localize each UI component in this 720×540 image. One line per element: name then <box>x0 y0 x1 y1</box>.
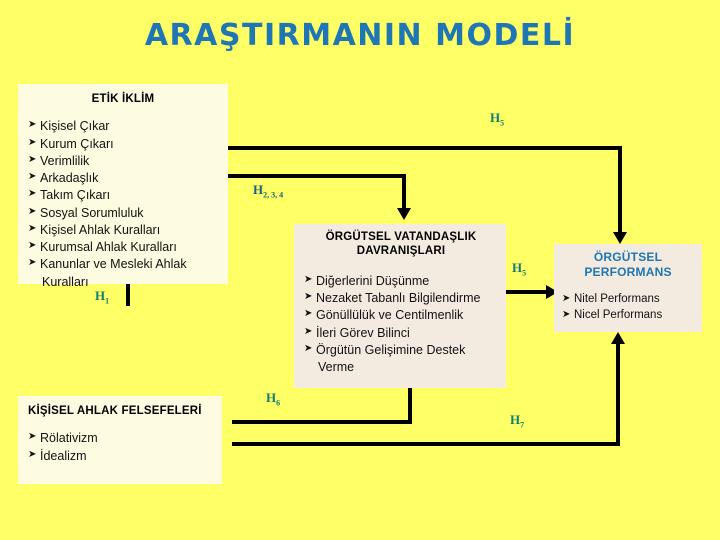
hypothesis-h1-subscript: 1 <box>105 296 110 306</box>
list-item: Kanunlar ve Mesleki Ahlak <box>28 256 218 273</box>
connector-h6-horizontal <box>232 420 412 424</box>
hypothesis-h234-subscript: 2, 3, 4 <box>263 190 284 200</box>
list-item: Nicel Performans <box>562 308 694 324</box>
hypothesis-label-h5-top: H5 <box>490 110 504 128</box>
connector-h5-top-vertical <box>618 146 622 240</box>
hypothesis-h7-letter: H <box>510 412 521 427</box>
hypothesis-h5-top-subscript: 5 <box>500 118 505 128</box>
hypothesis-h234-letter: H <box>253 182 264 197</box>
box-citizenship-title-line2: DAVRANIŞLARI <box>356 245 446 258</box>
list-item: Nitel Performans <box>562 292 694 308</box>
list-item: İdealizm <box>28 448 212 465</box>
box-ethical-climate-list: Kişisel Çıkar Kurum Çıkarı Verimlilik Ar… <box>28 118 218 291</box>
list-item: Rölativizm <box>28 430 212 447</box>
box-personal-ethics-title: KİŞİSEL AHLAK FELSEFELERİ <box>28 405 202 417</box>
box-ethical-climate: ETİK İKLİM Kişisel Çıkar Kurum Çıkarı Ve… <box>18 84 228 289</box>
connector-h7-horizontal <box>232 442 620 446</box>
hypothesis-label-h5-mid: H5 <box>512 260 526 278</box>
list-item: Gönüllülük ve Centilmenlik <box>304 307 498 324</box>
connector-h7-vertical <box>616 342 620 446</box>
connector-h5-mid-horizontal <box>506 290 548 294</box>
list-item: Verimlilik <box>28 153 218 170</box>
list-item: Arkadaşlık <box>28 170 218 187</box>
hypothesis-label-h234: H2, 3, 4 <box>253 182 283 200</box>
list-item: Sosyal Sorumluluk <box>28 205 218 222</box>
list-item: Diğerlerini Düşünme <box>304 273 498 290</box>
list-item: Örgütün Gelişimine Destek <box>304 342 498 359</box>
hypothesis-h5-mid-letter: H <box>512 260 523 275</box>
box-performance-title-line2: PERFORMANS <box>584 265 672 279</box>
box-personal-ethics-list: Rölativizm İdealizm <box>28 430 212 465</box>
box-personal-ethics: KİŞİSEL AHLAK FELSEFELERİ Rölativizm İde… <box>18 396 222 484</box>
hypothesis-label-h6: H6 <box>266 390 280 408</box>
box-citizenship-list: Diğerlerini Düşünme Nezaket Tabanlı Bilg… <box>304 273 498 377</box>
list-item-continuation: Verme <box>318 360 355 374</box>
list-item: Kişisel Ahlak Kuralları <box>28 222 218 239</box>
hypothesis-label-h7: H7 <box>510 412 524 430</box>
connector-h234-horizontal <box>228 174 406 178</box>
arrow-h7 <box>611 332 625 344</box>
box-performance-list: Nitel Performans Nicel Performans <box>562 292 694 324</box>
hypothesis-h6-subscript: 6 <box>276 398 281 408</box>
box-citizenship-title-line1: ÖRGÜTSEL VATANDAŞLIK <box>325 231 477 243</box>
arrow-h234 <box>397 208 411 220</box>
hypothesis-label-h1: H1 <box>95 288 109 306</box>
box-citizenship-behaviors: ÖRGÜTSEL VATANDAŞLIK DAVRANIŞLARI Diğerl… <box>294 224 506 388</box>
box-ethical-climate-title: ETİK İKLİM <box>91 93 155 105</box>
hypothesis-h5-top-letter: H <box>490 110 501 125</box>
list-item: İleri Görev Bilinci <box>304 325 498 342</box>
list-item: Nezaket Tabanlı Bilgilendirme <box>304 290 498 307</box>
arrow-h5-top <box>613 232 627 244</box>
list-item: Kişisel Çıkar <box>28 118 218 135</box>
hypothesis-h5-mid-subscript: 5 <box>522 268 527 278</box>
connector-h234-vertical <box>402 174 406 216</box>
hypothesis-h7-subscript: 7 <box>520 420 525 430</box>
hypothesis-h6-letter: H <box>266 390 277 405</box>
page-title: ARAŞTIRMANIN MODELİ <box>144 18 576 53</box>
box-performance-title-line1: ÖRGÜTSEL <box>593 250 663 264</box>
box-organizational-performance: ÖRGÜTSEL PERFORMANS Nitel Performans Nic… <box>554 244 702 332</box>
connector-h1-vertical <box>126 282 130 306</box>
list-item: Kurum Çıkarı <box>28 136 218 153</box>
hypothesis-h1-letter: H <box>95 288 106 303</box>
connector-h5-top-horizontal <box>228 146 622 150</box>
list-item: Takım Çıkarı <box>28 187 218 204</box>
list-item: Kurumsal Ahlak Kuralları <box>28 239 218 256</box>
connector-h6-vertical <box>408 385 412 424</box>
list-item-continuation: Kuralları <box>42 274 89 289</box>
